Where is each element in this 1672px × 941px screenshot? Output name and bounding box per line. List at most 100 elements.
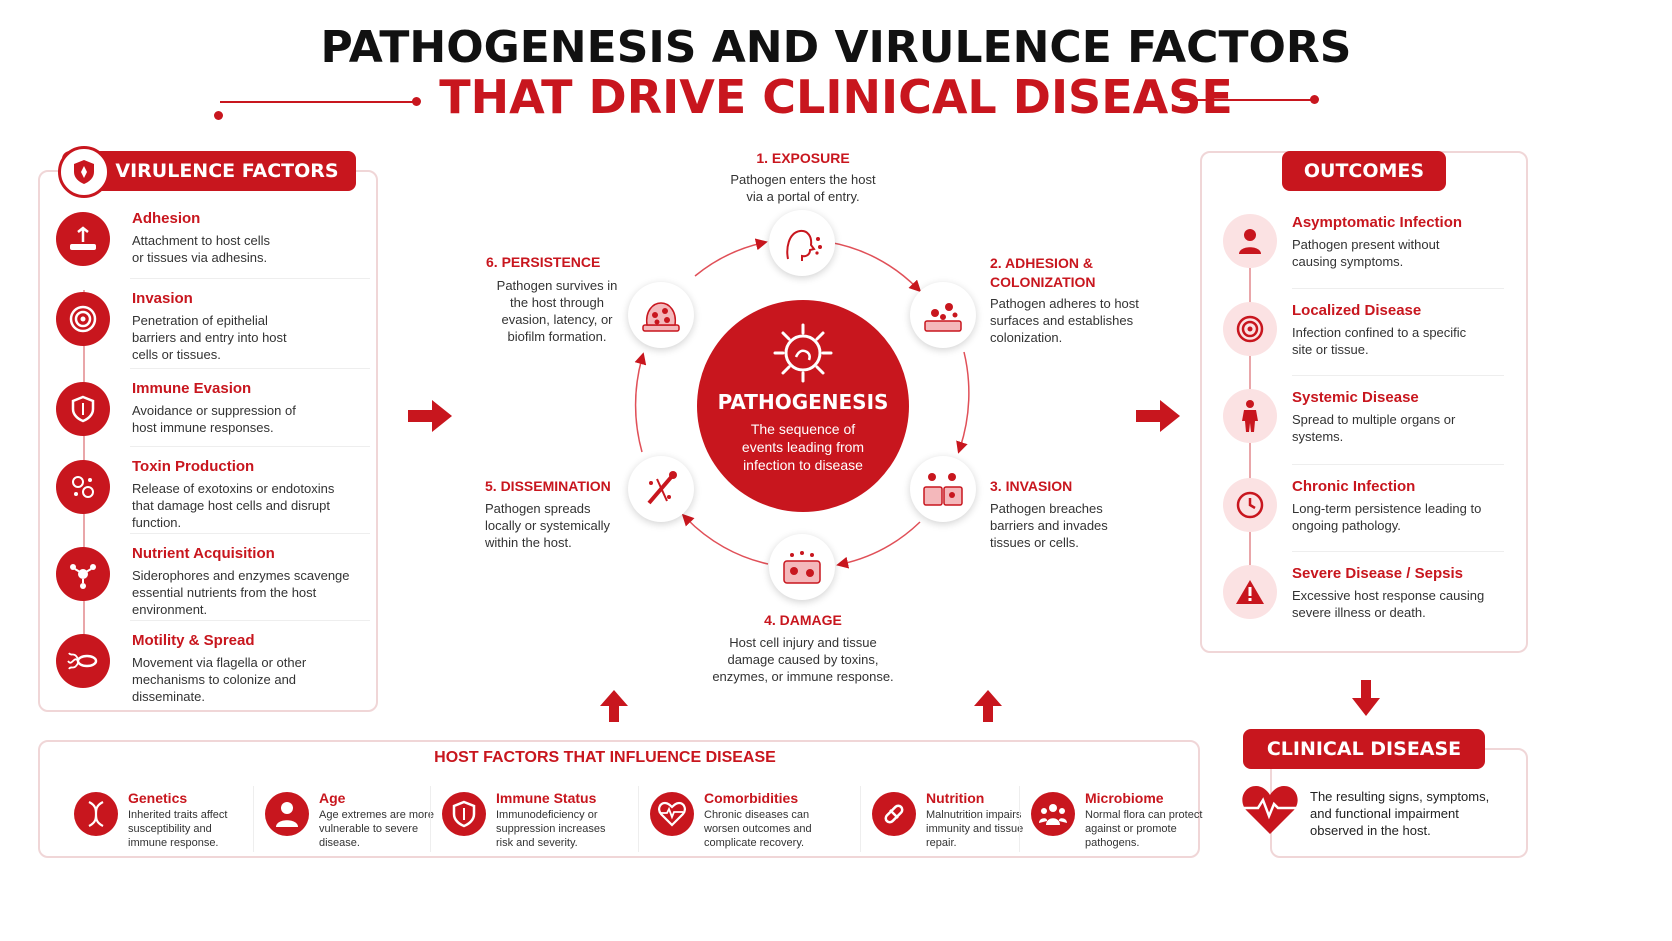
outcome-divider bbox=[1292, 551, 1504, 552]
outcome-title: Localized Disease bbox=[1292, 302, 1422, 319]
step-persistence-title: 6. PERSISTENCE bbox=[486, 254, 601, 270]
title-rule-left-dot2 bbox=[412, 97, 421, 106]
virulence-item-desc: Siderophores and enzymes scavenge essent… bbox=[132, 568, 350, 617]
virulence-item-desc: Avoidance or suppression of host immune … bbox=[132, 403, 296, 435]
outcome-divider bbox=[1292, 375, 1504, 376]
title-rule-right-dot bbox=[1310, 95, 1319, 104]
host-factor-title: Immune Status bbox=[496, 790, 597, 806]
outcome-title: Asymptomatic Infection bbox=[1292, 214, 1463, 231]
outcome-desc: Long-term persistence leading to ongoing… bbox=[1292, 501, 1482, 533]
tissue-invasion-icon bbox=[910, 456, 976, 522]
outcomes-heading-label: OUTCOMES bbox=[1303, 160, 1425, 182]
step-invasion-title: 3. INVASION bbox=[990, 478, 1073, 494]
heart-pulse-icon bbox=[1242, 786, 1298, 834]
outcome-desc: Infection confined to a specific site or… bbox=[1292, 325, 1467, 357]
arrow-right-icon bbox=[1136, 400, 1180, 432]
dna-icon bbox=[74, 792, 118, 836]
person-icon bbox=[1223, 214, 1277, 268]
virulence-item-desc: Movement via flagella or other mechanism… bbox=[132, 655, 307, 704]
pill-icon bbox=[872, 792, 916, 836]
person-icon bbox=[265, 792, 309, 836]
step-dissemination-desc: Pathogen spreads locally or systemically… bbox=[485, 501, 610, 550]
warning-icon bbox=[1223, 565, 1277, 619]
step-dissemination-title: 5. DISSEMINATION bbox=[485, 478, 611, 494]
host-factor-desc: Inherited traits affect susceptibility a… bbox=[128, 809, 228, 849]
target-icon bbox=[56, 292, 110, 346]
host-factor-desc: Malnutrition impairs immunity and tissue… bbox=[926, 809, 1024, 849]
host-factor-desc: Chronic diseases can worsen outcomes and… bbox=[704, 809, 812, 849]
outcome-divider bbox=[1292, 464, 1504, 465]
step-adhesion-title: 2. ADHESION & COLONIZATION bbox=[990, 254, 1140, 292]
title-rule-left-dot bbox=[214, 111, 223, 120]
virus-icon bbox=[773, 323, 833, 383]
step-exposure-title: 1. EXPOSURE bbox=[756, 150, 850, 166]
arrow-right-icon bbox=[408, 400, 452, 432]
virulence-item-title: Nutrient Acquisition bbox=[132, 545, 275, 562]
host-divider bbox=[860, 786, 861, 852]
host-factor-title: Genetics bbox=[128, 790, 188, 806]
virulence-item-desc: Release of exotoxins or endotoxins that … bbox=[132, 481, 335, 530]
blood-vessel-icon bbox=[628, 456, 694, 522]
pathogenesis-center: PATHOGENESIS The sequence of events lead… bbox=[697, 300, 909, 512]
title-rule-left bbox=[220, 101, 420, 103]
virulence-item-title: Immune Evasion bbox=[132, 380, 252, 397]
step-exposure-desc: Pathogen enters the host via a portal of… bbox=[730, 172, 876, 204]
center-title: PATHOGENESIS bbox=[717, 390, 889, 414]
arrow-down-icon bbox=[1352, 680, 1380, 716]
flagella-icon bbox=[56, 634, 110, 688]
biofilm-icon bbox=[628, 282, 694, 348]
host-heading: HOST FACTORS THAT INFLUENCE DISEASE bbox=[434, 749, 776, 766]
shield-icon bbox=[56, 382, 110, 436]
host-factor-title: Microbiome bbox=[1085, 790, 1164, 806]
title-rule-right bbox=[1180, 99, 1314, 101]
heart-pulse-icon bbox=[650, 792, 694, 836]
body-icon bbox=[1223, 389, 1277, 443]
arrow-up-icon bbox=[974, 690, 1002, 722]
outcome-desc: Excessive host response causing severe i… bbox=[1292, 588, 1485, 620]
virulence-divider bbox=[130, 368, 370, 369]
virulence-item-title: Toxin Production bbox=[132, 458, 255, 475]
virulence-divider bbox=[130, 278, 370, 279]
step-adhesion-title-text: 2. ADHESION & COLONIZATION bbox=[990, 255, 1096, 290]
host-divider bbox=[430, 786, 431, 852]
virulence-divider bbox=[130, 620, 370, 621]
virulence-heading-label: VIRULENCE FACTORS bbox=[115, 160, 339, 182]
host-panel bbox=[38, 740, 1200, 858]
nutrient-icon bbox=[56, 547, 110, 601]
step-damage-title: 4. DAMAGE bbox=[764, 612, 842, 628]
host-divider bbox=[638, 786, 639, 852]
page-subtitle: THAT DRIVE CLINICAL DISEASE bbox=[439, 70, 1233, 124]
host-factor-desc: Immunodeficiency or suppression increase… bbox=[496, 809, 606, 849]
host-factor-desc: Age extremes are more vulnerable to seve… bbox=[319, 809, 434, 849]
head-exposure-icon bbox=[769, 210, 835, 276]
virulence-divider bbox=[130, 533, 370, 534]
virulence-item-desc: Penetration of epithelial barriers and e… bbox=[132, 313, 287, 362]
target-icon bbox=[1223, 302, 1277, 356]
toxin-icon bbox=[56, 460, 110, 514]
virulence-item-title: Invasion bbox=[132, 290, 193, 307]
host-factor-title: Age bbox=[319, 790, 346, 806]
outcomes-heading: OUTCOMES bbox=[1282, 151, 1446, 191]
center-desc: The sequence of events leading from infe… bbox=[741, 421, 865, 473]
arrow-up-icon bbox=[600, 690, 628, 722]
host-factor-desc: Normal flora can protect against or prom… bbox=[1085, 809, 1203, 849]
outcome-title: Systemic Disease bbox=[1292, 389, 1419, 406]
step-damage-desc: Host cell injury and tissue damage cause… bbox=[712, 635, 894, 684]
virulence-item-title: Adhesion bbox=[132, 210, 201, 227]
adhesion-colonization-icon bbox=[910, 282, 976, 348]
adhesion-icon bbox=[56, 212, 110, 266]
clinical-desc: The resulting signs, symptoms, and funct… bbox=[1310, 789, 1490, 838]
host-factor-title: Comorbidities bbox=[704, 790, 799, 806]
host-divider bbox=[1019, 786, 1020, 852]
clinical-heading-label: CLINICAL DISEASE bbox=[1266, 738, 1462, 760]
shield-icon bbox=[442, 792, 486, 836]
host-factor-title: Nutrition bbox=[926, 790, 985, 806]
outcome-title: Chronic Infection bbox=[1292, 478, 1416, 495]
step-adhesion-desc: Pathogen adheres to host surfaces and es… bbox=[990, 296, 1139, 345]
virulence-heading: VIRULENCE FACTORS bbox=[62, 151, 356, 191]
outcome-desc: Spread to multiple organs or systems. bbox=[1292, 412, 1456, 444]
shield-icon bbox=[58, 146, 110, 198]
step-invasion-desc: Pathogen breaches barriers and invades t… bbox=[990, 501, 1108, 550]
host-divider bbox=[253, 786, 254, 852]
outcome-desc: Pathogen present without causing symptom… bbox=[1292, 237, 1440, 269]
